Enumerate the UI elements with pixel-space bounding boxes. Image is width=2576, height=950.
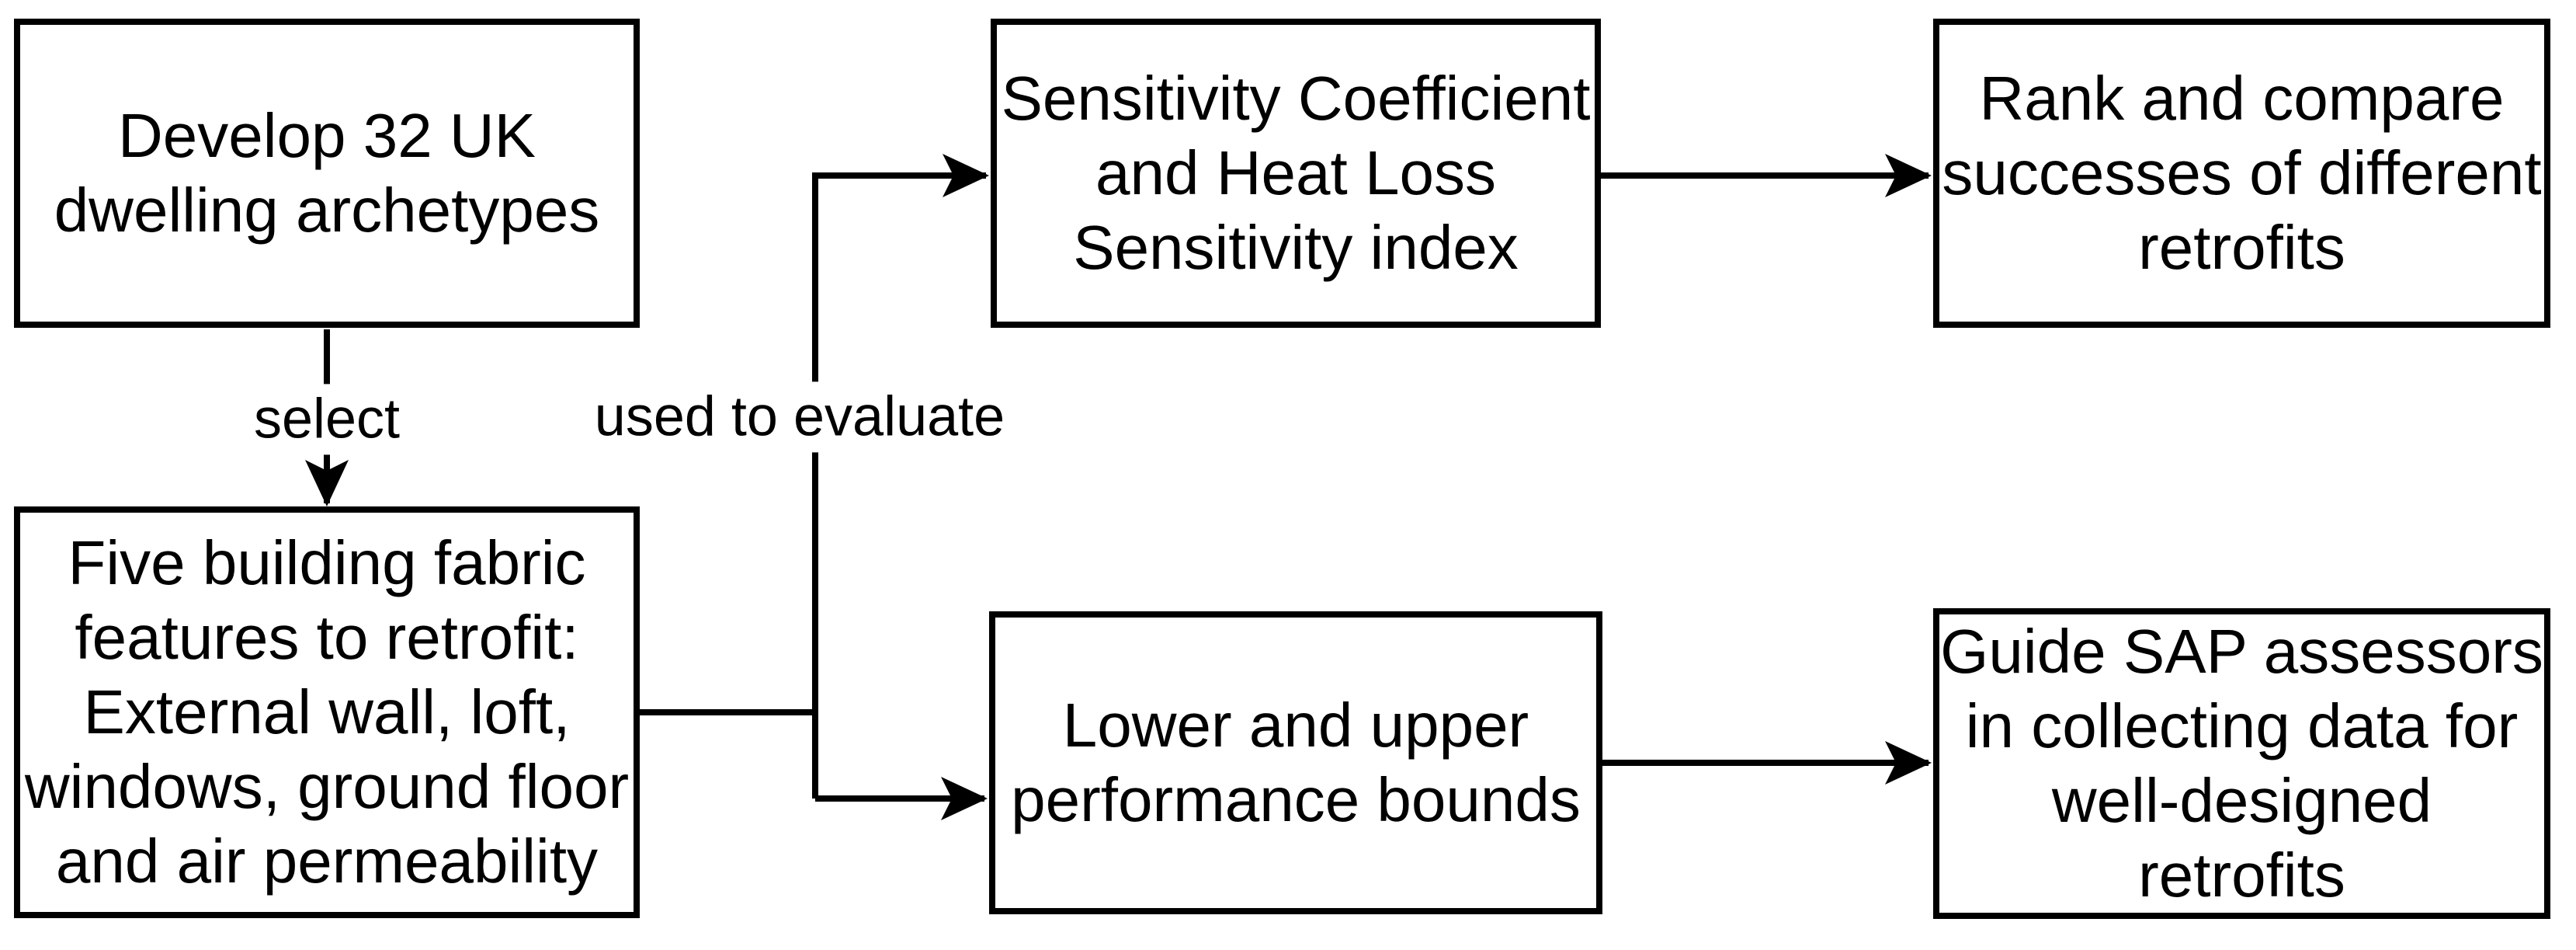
box-guide-sap: Guide SAP assessors in collecting data f…	[1933, 608, 2550, 919]
box-sensitivity-index: Sensitivity Coefficient and Heat Loss Se…	[991, 19, 1601, 328]
box-performance-bounds: Lower and upper performance bounds	[989, 611, 1602, 914]
edge-label-used-to-evaluate: used to evaluate	[582, 381, 1018, 453]
edge-label-select: select	[241, 384, 413, 455]
box-develop-archetypes: Develop 32 UK dwelling archetypes	[14, 19, 640, 328]
box-fabric-features: Five building fabric features to retrofi…	[14, 506, 640, 918]
box-rank-compare: Rank and compare successes of different …	[1933, 19, 2550, 328]
edge-to-sensitivity-arrow	[812, 154, 989, 799]
